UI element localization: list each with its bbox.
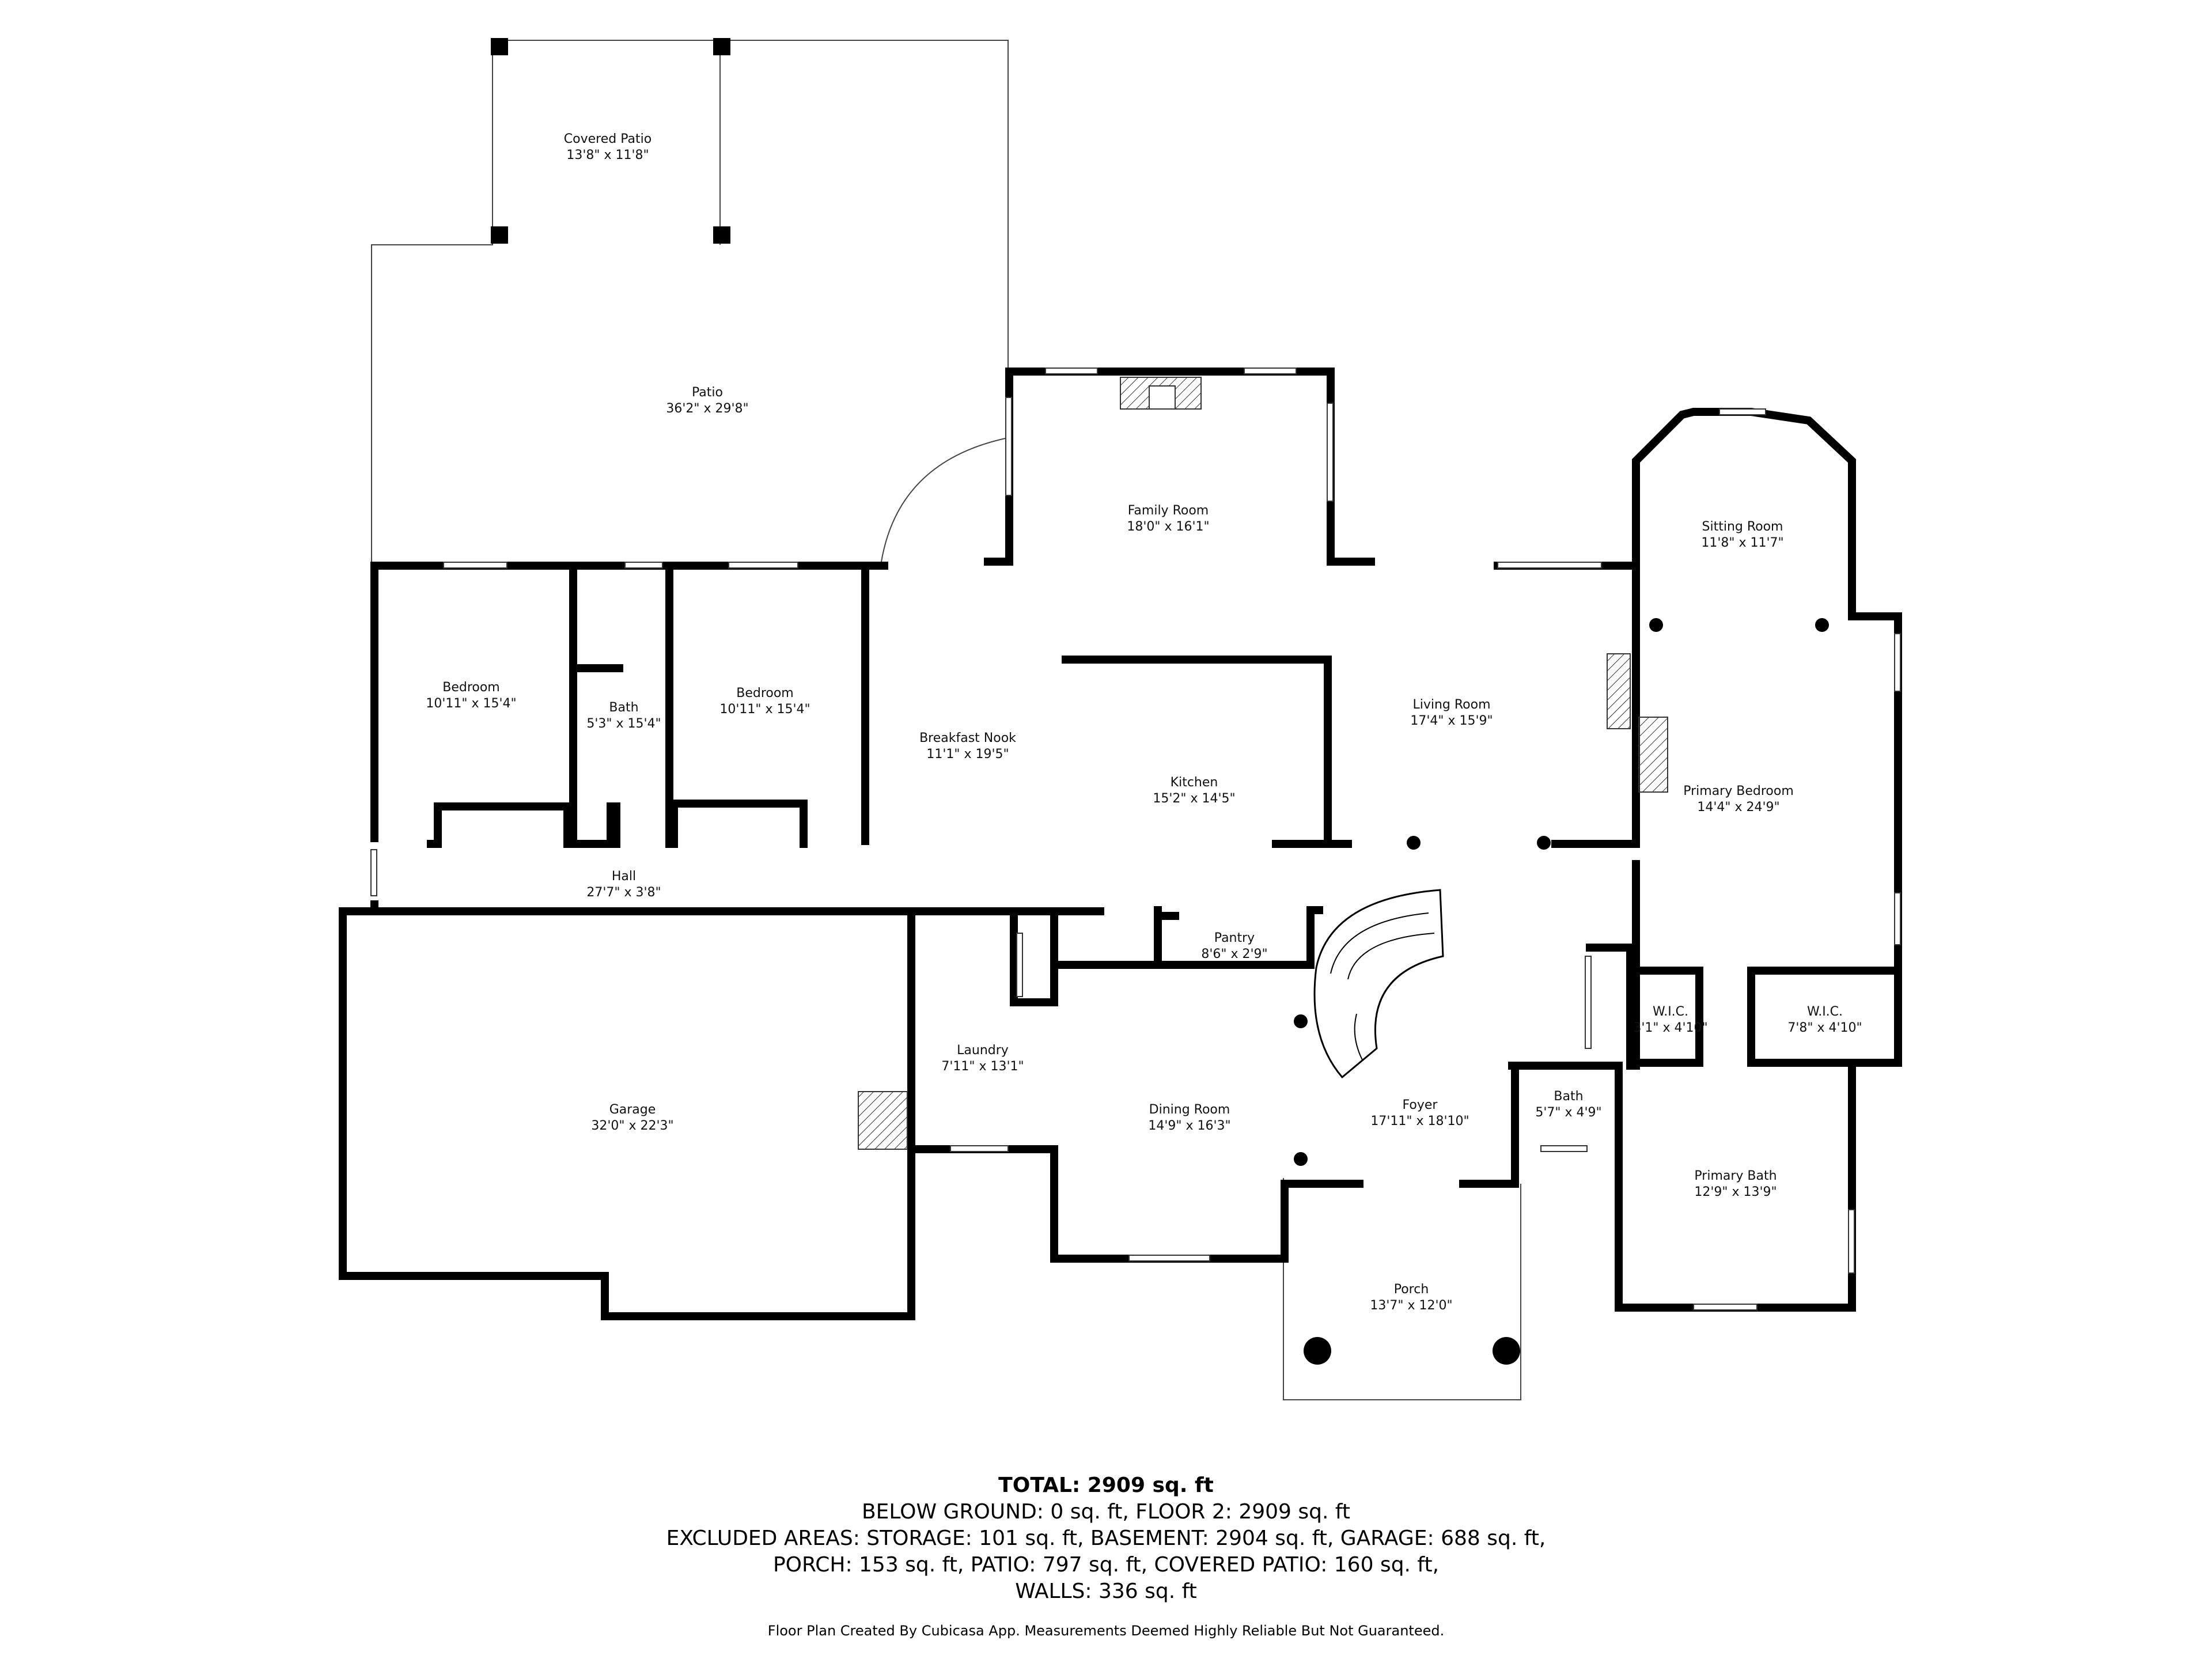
room-name: Garage bbox=[609, 1103, 656, 1117]
fixtures bbox=[858, 377, 1829, 1365]
room-dims: 18'0" x 16'1" bbox=[1127, 520, 1209, 534]
outdoor-outlines bbox=[371, 38, 1521, 1400]
room-name: Hall bbox=[612, 869, 636, 884]
room-dims: 10'11" x 15'4" bbox=[719, 702, 810, 717]
area-summary: TOTAL: 2909 sq. ft BELOW GROUND: 0 sq. f… bbox=[0, 1472, 2212, 1605]
room-name: Bedroom bbox=[736, 686, 794, 700]
room-dims: 7'8" x 4'10" bbox=[1787, 1021, 1862, 1035]
room-name: Sitting Room bbox=[1702, 520, 1783, 534]
room-labels: Covered Patio 13'8" x 11'8" Patio 36'2" … bbox=[426, 132, 1862, 1313]
room-name: Patio bbox=[692, 385, 723, 400]
room-dims: 11'8" x 11'7" bbox=[1701, 536, 1783, 550]
room-name: W.I.C. bbox=[1653, 1005, 1688, 1019]
room-dims: 8'6" x 2'9" bbox=[1201, 947, 1267, 961]
room-dims: 7'11" x 13'1" bbox=[941, 1059, 1024, 1074]
room-name: Primary Bedroom bbox=[1683, 784, 1794, 798]
room-name: Bedroom bbox=[442, 680, 500, 695]
area-breakdown-line: WALLS: 336 sq. ft bbox=[1015, 1580, 1197, 1603]
disclaimer-footer: Floor Plan Created By Cubicasa App. Meas… bbox=[767, 1623, 1445, 1639]
room-dims: 14'4" x 24'9" bbox=[1697, 800, 1779, 815]
room-dims: 14'9" x 16'3" bbox=[1148, 1119, 1230, 1133]
room-name: Bath bbox=[609, 700, 638, 715]
room-name: Bath bbox=[1554, 1089, 1583, 1104]
room-dims: 3'1" x 4'10" bbox=[1633, 1021, 1707, 1035]
area-breakdown-line: EXCLUDED AREAS: STORAGE: 101 sq. ft, BAS… bbox=[666, 1527, 1546, 1550]
room-dims: 12'9" x 13'9" bbox=[1694, 1185, 1777, 1199]
room-dims: 5'3" x 15'4" bbox=[586, 717, 661, 731]
room-name: Primary Bath bbox=[1694, 1169, 1777, 1183]
area-breakdown-line: BELOW GROUND: 0 sq. ft, FLOOR 2: 2909 sq… bbox=[861, 1500, 1351, 1524]
windows bbox=[370, 368, 1901, 1310]
room-dims: 11'1" x 19'5" bbox=[926, 747, 1009, 762]
room-name: Foyer bbox=[1403, 1098, 1438, 1112]
room-dims: 13'7" x 12'0" bbox=[1370, 1298, 1452, 1313]
room-name: Covered Patio bbox=[564, 132, 652, 146]
room-name: Breakfast Nook bbox=[919, 731, 1016, 745]
room-name: Laundry bbox=[957, 1043, 1009, 1058]
walls bbox=[339, 368, 1902, 1320]
room-name: W.I.C. bbox=[1807, 1005, 1843, 1019]
room-dims: 32'0" x 22'3" bbox=[591, 1119, 673, 1133]
total-area: TOTAL: 2909 sq. ft bbox=[998, 1474, 1214, 1497]
room-dims: 15'2" x 14'5" bbox=[1153, 791, 1235, 806]
room-dims: 5'7" x 4'9" bbox=[1535, 1105, 1601, 1120]
room-name: Dining Room bbox=[1149, 1103, 1230, 1117]
floor-plan: Covered Patio 13'8" x 11'8" Patio 36'2" … bbox=[339, 38, 1902, 1400]
room-dims: 10'11" x 15'4" bbox=[426, 696, 516, 711]
room-name: Living Room bbox=[1412, 698, 1490, 712]
area-breakdown-line: PORCH: 153 sq. ft, PATIO: 797 sq. ft, CO… bbox=[772, 1553, 1440, 1577]
room-dims: 27'7" x 3'8" bbox=[586, 885, 661, 900]
room-name: Pantry bbox=[1214, 931, 1255, 945]
room-dims: 17'11" x 18'10" bbox=[1370, 1114, 1469, 1128]
room-dims: 13'8" x 11'8" bbox=[566, 148, 649, 162]
room-name: Porch bbox=[1394, 1282, 1429, 1297]
room-dims: 36'2" x 29'8" bbox=[666, 402, 748, 416]
room-name: Family Room bbox=[1128, 503, 1209, 518]
room-name: Kitchen bbox=[1171, 775, 1218, 790]
room-dims: 17'4" x 15'9" bbox=[1410, 714, 1493, 728]
